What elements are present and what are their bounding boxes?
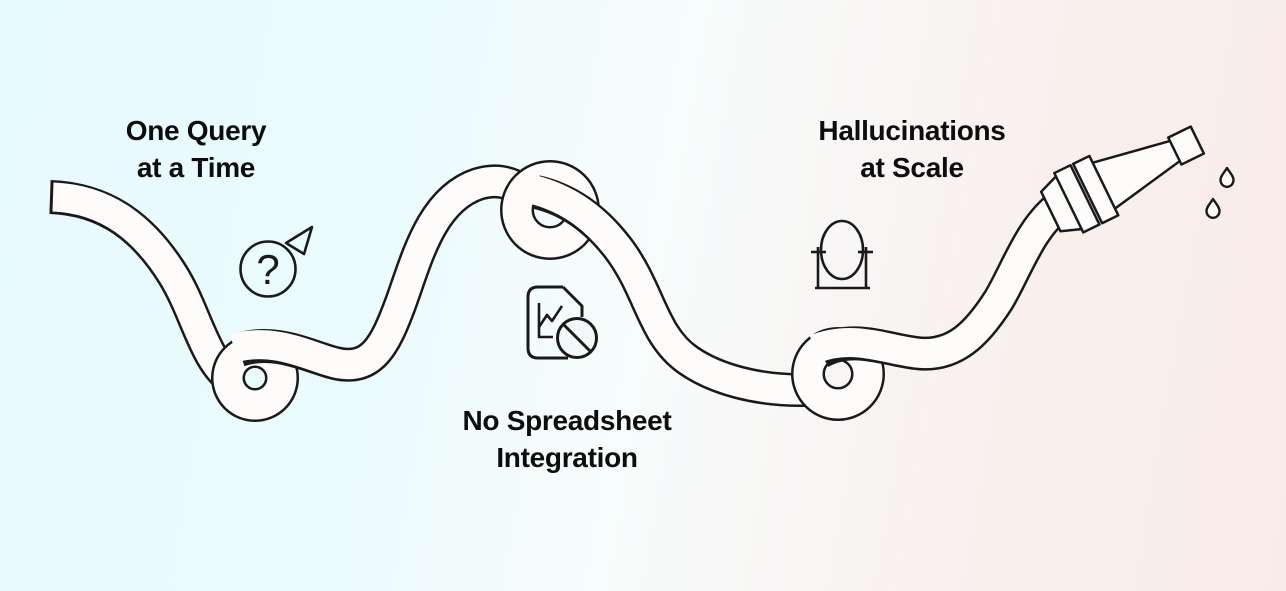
label-line: at Scale (860, 152, 964, 183)
label-line: Hallucinations (818, 115, 1006, 146)
blocked-chart-document-icon (526, 285, 598, 360)
label-line: at a Time (136, 152, 256, 183)
label-no-spreadsheet: No Spreadsheet Integration (427, 402, 707, 476)
hose-segment-2 (230, 164, 534, 382)
question-circle (239, 240, 297, 298)
label-line: Integration (496, 442, 638, 473)
label-one-query: One Query at a Time (56, 112, 336, 186)
document-folded-corner (561, 285, 584, 317)
label-hallucinations: Hallucinations at Scale (772, 112, 1052, 186)
mirror-on-stand-icon (811, 219, 873, 290)
chart-line (537, 305, 564, 328)
question-mark: ? (256, 246, 279, 293)
prohibition-slash (561, 322, 593, 354)
question-cursor-icon (239, 225, 314, 298)
water-drop-icon (1205, 166, 1235, 219)
hose-segment-4 (809, 189, 1073, 371)
document-outline (526, 285, 568, 360)
label-line: One Query (125, 115, 267, 146)
label-line: No Spreadsheet (462, 405, 672, 436)
cursor-triangle-icon (284, 225, 314, 256)
hose-segment-1 (48, 180, 243, 394)
hose-nozzle-icon (1039, 125, 1206, 234)
hose-segment-3 (527, 174, 807, 408)
chart-axis (537, 303, 553, 339)
